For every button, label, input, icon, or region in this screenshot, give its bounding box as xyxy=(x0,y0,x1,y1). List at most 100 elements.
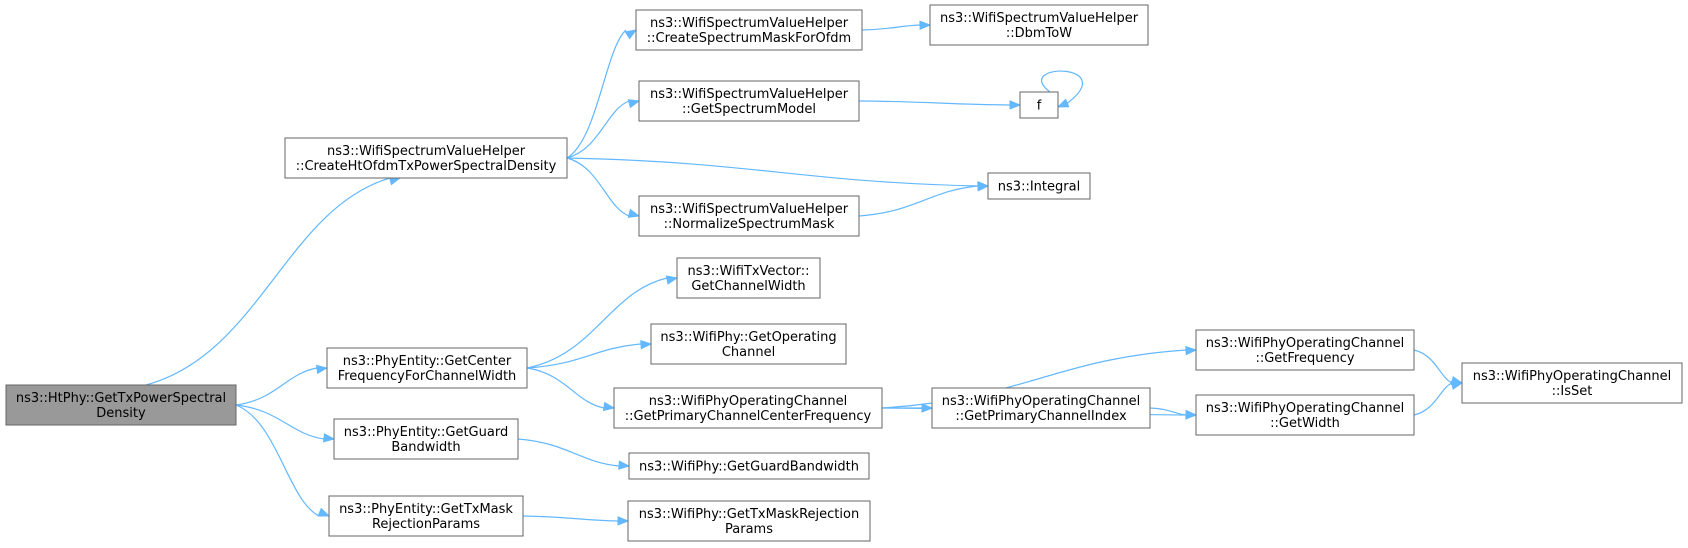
edge-get_center-to-primary_center xyxy=(526,367,616,412)
edge-get_frequency-to-isset xyxy=(1413,349,1464,386)
edge-line xyxy=(1041,70,1083,108)
node-label: ns3::WifiTxVector:: xyxy=(687,264,809,279)
node-label: ns3::PhyEntity::GetTxMask xyxy=(339,502,513,517)
node-label: ::GetPrimaryChannelIndex xyxy=(955,409,1127,424)
edge-line xyxy=(235,367,318,406)
node-label: ns3::WifiPhyOperatingChannel xyxy=(649,394,848,409)
node-label: ns3::PhyEntity::GetCenter xyxy=(343,354,512,369)
edge-line xyxy=(1149,407,1187,416)
node-label: ns3::Integral xyxy=(998,180,1080,195)
node-box xyxy=(929,4,1149,46)
node-primary_index[interactable]: ns3::WifiPhyOperatingChannel::GetPrimary… xyxy=(931,387,1151,429)
node-f[interactable]: f xyxy=(1019,91,1059,119)
node-label: Bandwidth xyxy=(391,440,460,455)
node-integral[interactable]: ns3::Integral xyxy=(987,172,1091,200)
edge-line xyxy=(145,177,391,386)
node-label: ns3::HtPhy::GetTxPowerSpectral xyxy=(16,391,226,406)
nodes-layer: ns3::HtPhy::GetTxPowerSpectralDensityns3… xyxy=(5,4,1683,542)
edge-arrowhead xyxy=(618,460,631,470)
node-txvec_width[interactable]: ns3::WifiTxVector::GetChannelWidth xyxy=(676,257,821,299)
node-label: ::NormalizeSpectrumMask xyxy=(664,217,835,232)
node-label: ::IsSet xyxy=(1552,384,1593,399)
edge-create_mask-to-dbmtow xyxy=(861,20,932,31)
node-box xyxy=(1461,362,1683,404)
edge-arrowhead xyxy=(1185,345,1198,356)
node-box xyxy=(628,452,870,480)
node-get_model[interactable]: ns3::WifiSpectrumValueHelper::GetSpectru… xyxy=(638,80,860,122)
edge-line xyxy=(858,185,979,217)
node-label: GetChannelWidth xyxy=(691,279,805,294)
node-label: f xyxy=(1037,99,1042,114)
edge-get_guard-to-phy_guard xyxy=(517,438,631,470)
node-label: ns3::WifiPhyOperatingChannel xyxy=(1206,401,1405,416)
edge-line xyxy=(566,100,630,159)
node-label: ::GetPrimaryChannelCenterFrequency xyxy=(625,409,872,424)
node-label: ns3::WifiPhyOperatingChannel xyxy=(1473,369,1672,384)
edge-line xyxy=(1413,382,1453,416)
edge-line xyxy=(235,404,320,517)
node-box xyxy=(931,387,1151,429)
node-get_guard[interactable]: ns3::PhyEntity::GetGuardBandwidth xyxy=(333,418,519,460)
edge-line xyxy=(517,438,620,467)
node-dbmtow[interactable]: ns3::WifiSpectrumValueHelper::DbmToW xyxy=(929,4,1149,46)
node-create_ht[interactable]: ns3::WifiSpectrumValueHelper::CreateHtOf… xyxy=(284,137,568,179)
node-primary_center[interactable]: ns3::WifiPhyOperatingChannel::GetPrimary… xyxy=(613,387,883,429)
node-label: ::CreateHtOfdmTxPowerSpectralDensity xyxy=(296,159,557,174)
edge-create_ht-to-integral xyxy=(566,157,990,191)
node-label: ns3::PhyEntity::GetGuard xyxy=(344,425,508,440)
edge-get_txmask-to-phy_txmask xyxy=(522,515,630,526)
edge-arrowhead xyxy=(627,99,641,109)
node-box xyxy=(638,80,860,122)
edge-create_ht-to-create_mask xyxy=(566,29,638,159)
edge-arrowhead xyxy=(627,208,641,218)
edge-create_ht-to-get_model xyxy=(566,99,641,159)
edge-line xyxy=(566,157,979,187)
edge-line xyxy=(1413,349,1453,384)
edge-line xyxy=(566,29,627,159)
node-label: ns3::WifiPhy::GetTxMaskRejection xyxy=(639,507,859,522)
node-create_mask[interactable]: ns3::WifiSpectrumValueHelper::CreateSpec… xyxy=(635,9,863,51)
node-label: ns3::WifiSpectrumValueHelper xyxy=(650,202,849,217)
edge-arrowhead xyxy=(624,29,638,40)
edge-line xyxy=(566,157,630,217)
edge-line xyxy=(858,100,1011,106)
edge-get_width-to-isset xyxy=(1413,380,1464,416)
edge-line xyxy=(526,343,642,369)
node-label: ::GetWidth xyxy=(1270,416,1340,431)
node-box xyxy=(650,323,847,365)
node-get_width[interactable]: ns3::WifiPhyOperatingChannel::GetWidth xyxy=(1195,394,1415,436)
node-label: ns3::WifiSpectrumValueHelper xyxy=(650,16,849,31)
edge-arrowhead xyxy=(602,401,616,412)
node-isset[interactable]: ns3::WifiPhyOperatingChannel::IsSet xyxy=(1461,362,1683,404)
node-label: ns3::WifiPhyOperatingChannel xyxy=(942,394,1141,409)
node-phy_guard[interactable]: ns3::WifiPhy::GetGuardBandwidth xyxy=(628,452,870,480)
node-box xyxy=(613,387,883,429)
edge-arrowhead xyxy=(640,339,653,350)
edge-line xyxy=(526,277,668,369)
edge-root-to-get_center xyxy=(235,364,329,406)
node-box xyxy=(627,500,871,542)
node-get_center[interactable]: ns3::PhyEntity::GetCenterFrequencyForCha… xyxy=(326,347,528,389)
edge-arrowhead xyxy=(1056,98,1070,108)
edge-root-to-get_txmask xyxy=(235,404,331,517)
edge-normalize-to-integral xyxy=(858,182,990,217)
node-label: ::GetFrequency xyxy=(1255,351,1354,366)
node-get_frequency[interactable]: ns3::WifiPhyOperatingChannel::GetFrequen… xyxy=(1195,329,1415,371)
node-box xyxy=(333,418,519,460)
node-label: ns3::WifiSpectrumValueHelper xyxy=(940,11,1139,26)
node-label: ns3::WifiPhy::GetGuardBandwidth xyxy=(639,460,859,475)
node-normalize[interactable]: ns3::WifiSpectrumValueHelper::NormalizeS… xyxy=(638,195,860,237)
node-box xyxy=(638,195,860,237)
edge-f-to-f xyxy=(1041,70,1083,108)
edge-arrowhead xyxy=(315,364,329,375)
node-label: Density xyxy=(96,406,146,421)
node-box xyxy=(328,495,524,537)
edge-root-to-get_guard xyxy=(235,404,336,443)
edge-create_ht-to-normalize xyxy=(566,157,641,218)
edge-arrowhead xyxy=(1450,380,1464,390)
node-label: ns3::WifiSpectrumValueHelper xyxy=(327,144,526,159)
